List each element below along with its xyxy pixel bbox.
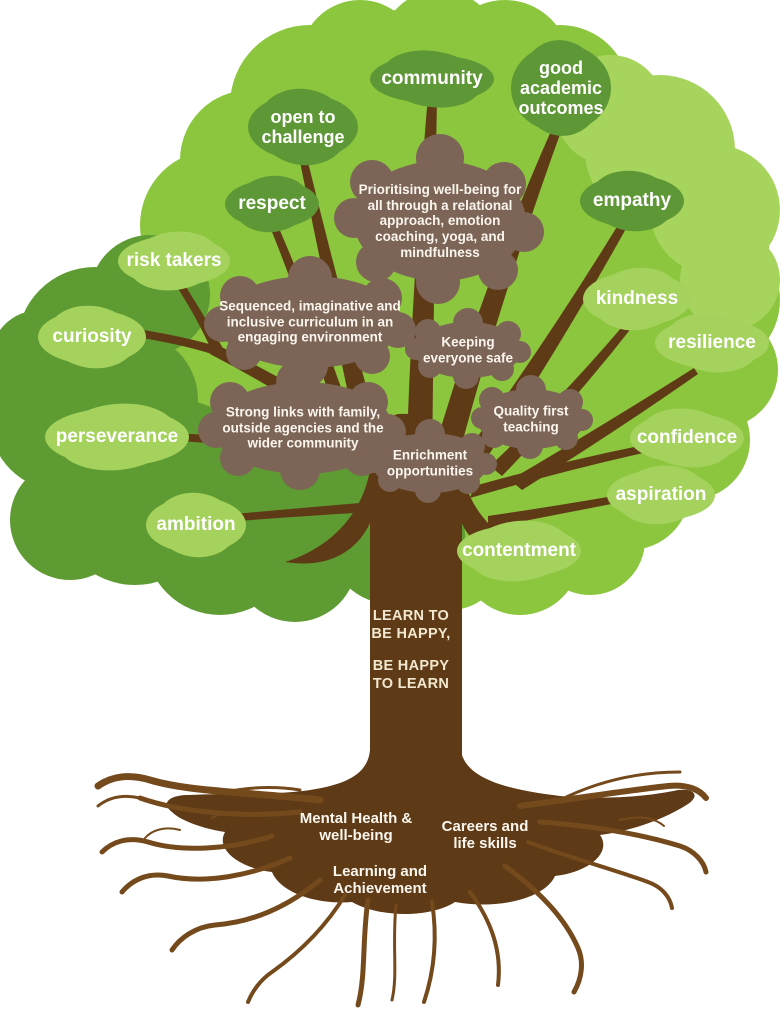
leaf-shape-good-academic-outcomes [511, 40, 611, 136]
leaf-shape-confidence [630, 408, 744, 468]
root-label-mental-health: Mental Health & well-being [299, 809, 413, 844]
root-label-careers-life-skills: Careers and life skills [441, 817, 529, 852]
cloud-label-strong-links: Strong links with family, outside agenci… [222, 404, 384, 451]
value-label-ambition: ambition [156, 514, 236, 536]
cloud-label-keeping-everyone-safe: Keeping everyone safe [422, 334, 514, 365]
practice-cloud-shapes [198, 134, 593, 503]
value-label-empathy: empathy [592, 190, 672, 212]
leaf-cluster-shapes-dark [225, 40, 684, 233]
value-label-open-to-challenge: open to challenge [261, 106, 345, 147]
value-label-curiosity: curiosity [52, 326, 132, 348]
leaf-shape-aspiration [607, 465, 715, 525]
value-label-confidence: confidence [636, 427, 738, 449]
leaf-shape-respect [225, 175, 319, 233]
value-label-contentment: contentment [462, 540, 576, 562]
value-label-resilience: resilience [668, 332, 756, 354]
leaf-cluster-shapes-light [38, 231, 769, 582]
leaf-shape-curiosity [38, 305, 146, 369]
cloud-label-sequenced-curriculum: Sequenced, imaginative and inclusive cur… [219, 298, 401, 345]
value-label-perseverance: perseverance [55, 426, 179, 448]
trunk-motto-line1: LEARN TO BE HAPPY, [371, 607, 451, 642]
value-label-kindness: kindness [595, 288, 679, 310]
cloud-shape-keeping-everyone-safe [405, 308, 531, 389]
leaf-shape-open-to-challenge [248, 88, 358, 166]
value-label-risk-takers: risk takers [126, 250, 222, 272]
leaf-shape-empathy [580, 170, 684, 232]
cloud-shape-quality-first-teaching [471, 375, 593, 459]
leaf-shape-kindness [583, 267, 691, 331]
leaf-shape-ambition [146, 492, 246, 558]
value-label-respect: respect [238, 193, 306, 215]
root-tendrils [94, 770, 709, 1008]
root-mass-shape [166, 690, 695, 914]
cloud-shape-enrichment-opportunities [363, 419, 497, 503]
root-label-learning-achievement: Learning and Achievement [332, 862, 428, 897]
value-label-aspiration: aspiration [615, 484, 707, 506]
value-label-good-academic-outcomes: good academic outcomes [518, 57, 604, 119]
cloud-shape-sequenced-curriculum [204, 256, 416, 386]
cloud-shape-strong-links [198, 360, 406, 490]
leaf-shape-perseverance [45, 403, 189, 471]
trunk-motto-line2: BE HAPPY TO LEARN [372, 658, 450, 693]
leaf-shape-risk-takers [118, 231, 230, 291]
value-label-community: community [381, 68, 483, 90]
cloud-label-enrichment-opportunities: Enrichment opportunities [386, 447, 474, 478]
cloud-shape-prioritising-wellbeing [334, 134, 544, 304]
leaf-shape-contentment [457, 520, 581, 582]
leaf-shape-community [370, 50, 494, 108]
cloud-label-quality-first-teaching: Quality first teaching [493, 403, 569, 434]
leaf-shape-resilience [655, 313, 769, 373]
trunk-motto: LEARN TO BE HAPPY, BE HAPPY TO LEARN [370, 607, 452, 694]
cloud-label-prioritising-wellbeing: Prioritising well-being for all through … [358, 181, 522, 260]
